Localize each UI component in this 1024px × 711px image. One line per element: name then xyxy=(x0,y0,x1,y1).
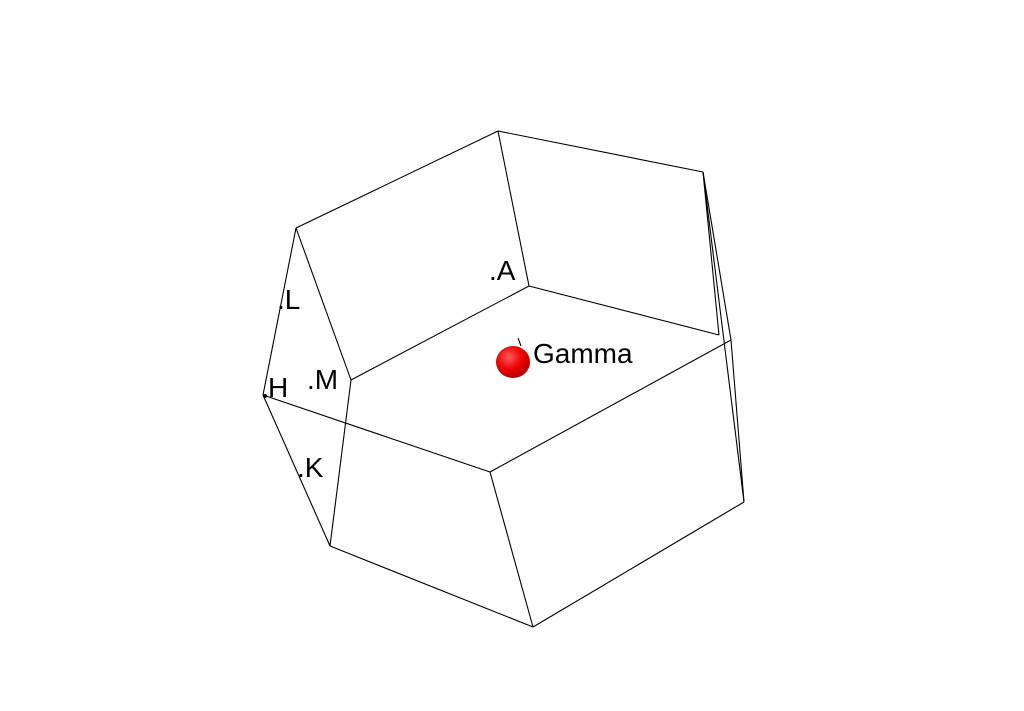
kpoint-label-k: .K xyxy=(297,452,324,483)
edge-bot-1 xyxy=(262,394,491,473)
edge-side-right-3 xyxy=(730,339,745,503)
kpoint-label-gamma: Gamma xyxy=(533,338,633,369)
kpoint-label-a: .A xyxy=(489,255,516,286)
edge-top-4 xyxy=(350,285,530,381)
gamma-marker-sphere xyxy=(496,346,530,378)
kpoint-dot-h xyxy=(263,394,267,398)
gamma-tick xyxy=(517,337,522,347)
edge-top-6 xyxy=(295,130,499,229)
edge-side-right-2 xyxy=(702,171,732,341)
kpoint-label-l: .L xyxy=(277,284,300,315)
zone-edges xyxy=(262,130,745,628)
edge-top-7 xyxy=(497,130,530,287)
kpoint-label-m: .M xyxy=(307,364,338,395)
edge-top-3 xyxy=(528,285,720,336)
kpoint-labels: .A .L .M H .K xyxy=(263,255,516,483)
edge-top-2 xyxy=(702,171,720,336)
edge-top-5 xyxy=(295,227,352,381)
edge-side-right-1 xyxy=(702,171,745,503)
gamma-point: Gamma xyxy=(496,337,633,378)
edge-side-left-1 xyxy=(262,227,297,396)
edge-side-left-2 xyxy=(262,394,331,547)
edge-top-1 xyxy=(497,130,704,173)
edge-bot-4 xyxy=(329,545,534,628)
edge-bot-3 xyxy=(489,471,534,628)
edge-bot-2 xyxy=(489,339,732,473)
edge-bot-5 xyxy=(532,501,745,628)
kpoint-label-h: H xyxy=(268,372,288,403)
edge-side-mid xyxy=(329,379,352,547)
